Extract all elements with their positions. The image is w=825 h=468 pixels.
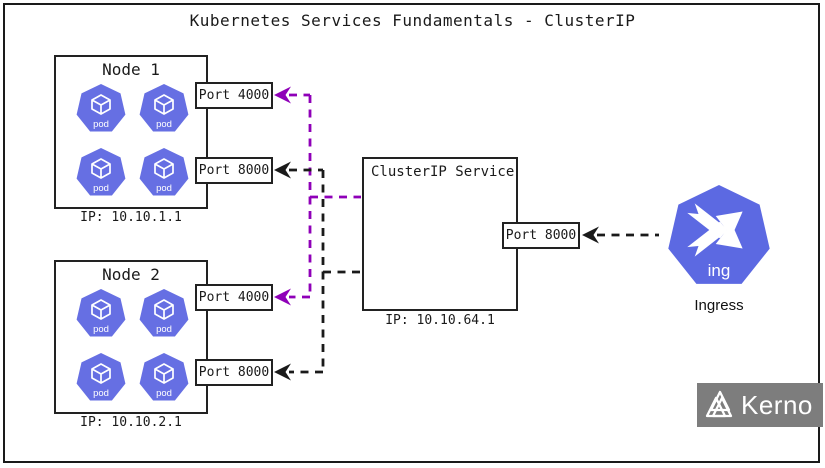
ingress-label: Ingress <box>694 297 744 314</box>
service-title: ClusterIP Service <box>371 164 515 180</box>
pod-icon: pod <box>76 289 126 337</box>
ingress-icon: ing <box>664 182 774 292</box>
clusterip-service-box: ClusterIP Service <box>362 157 518 311</box>
service-port-8000: Port 8000 <box>502 222 580 249</box>
diagram-title: Kubernetes Services Fundamentals - Clust… <box>189 11 636 30</box>
pod-icon: pod <box>76 148 126 196</box>
node2-title: Node 2 <box>102 265 160 284</box>
port-label: Port 8000 <box>198 365 270 380</box>
node1-port-8000: Port 8000 <box>195 157 273 184</box>
pod-label: pod <box>93 388 109 399</box>
pod-icon: pod <box>139 289 189 337</box>
pod-label: pod <box>156 119 172 130</box>
pod-label: pod <box>156 183 172 194</box>
pod-icon: pod <box>76 353 126 401</box>
kerno-logo-icon <box>705 390 733 418</box>
kerno-wordmark: Kerno <box>741 390 813 420</box>
node2-port-8000: Port 8000 <box>195 359 273 386</box>
pod-icon: pod <box>139 84 189 132</box>
node1-box: Node 1 pod pod pod pod <box>54 55 208 209</box>
port-label: Port 4000 <box>198 290 270 305</box>
node2-port-4000: Port 4000 <box>195 284 273 311</box>
pod-label: pod <box>93 324 109 335</box>
ingress-arrow-down <box>685 201 743 249</box>
service-ip-label: IP: 10.10.64.1 <box>385 313 495 328</box>
pod-icon: pod <box>139 353 189 401</box>
pod-label: pod <box>93 119 109 130</box>
node2-ip-label: IP: 10.10.2.1 <box>80 415 182 430</box>
pod-label: pod <box>93 183 109 194</box>
kerno-logo-badge: Kerno <box>697 383 823 427</box>
pod-icon: pod <box>76 84 126 132</box>
pod-icon: pod <box>139 148 189 196</box>
diagram-frame <box>3 3 820 463</box>
pod-label: pod <box>156 324 172 335</box>
pod-label: pod <box>156 388 172 399</box>
ingress-icon-text: ing <box>708 261 731 280</box>
node1-title: Node 1 <box>102 60 160 79</box>
node1-ip-label: IP: 10.10.1.1 <box>80 210 182 225</box>
port-label: Port 8000 <box>198 163 270 178</box>
node2-box: Node 2 pod pod pod pod <box>54 260 208 414</box>
node1-port-4000: Port 4000 <box>195 82 273 109</box>
port-label: Port 4000 <box>198 88 270 103</box>
port-label: Port 8000 <box>505 228 577 243</box>
